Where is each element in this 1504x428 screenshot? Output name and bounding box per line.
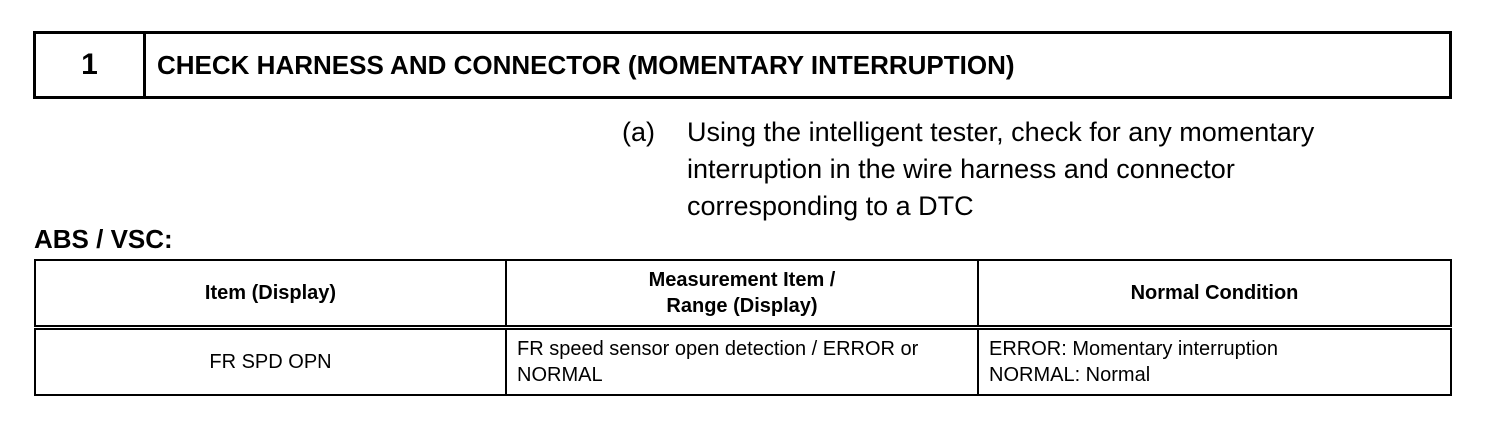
cell-normal: ERROR: Momentary interruption NORMAL: No… — [977, 326, 1452, 396]
header-measurement-line: Range (Display) — [666, 295, 818, 317]
instruction-text: Using the intelligent tester, check for … — [687, 114, 1407, 225]
table-row: FR SPD OPN FR speed sensor open detectio… — [34, 326, 1452, 396]
cell-normal-line: NORMAL: Normal — [989, 364, 1151, 386]
header-item: Item (Display) — [34, 259, 507, 330]
table-header-row: Item (Display) Measurement Item / Range … — [34, 259, 1452, 330]
instruction-marker: (a) — [622, 117, 655, 147]
step-header: 1 CHECK HARNESS AND CONNECTOR (MOMENTARY… — [33, 31, 1452, 99]
header-normal: Normal Condition — [977, 259, 1452, 330]
instruction-line: interruption in the wire harness and con… — [687, 154, 1235, 184]
step-title: CHECK HARNESS AND CONNECTOR (MOMENTARY I… — [157, 49, 1015, 80]
header-measurement-line: Measurement Item / — [648, 269, 836, 291]
cell-normal-line: ERROR: Momentary interruption — [989, 338, 1278, 360]
section-label: ABS / VSC: — [34, 224, 173, 254]
cell-measurement: FR speed sensor open detection / ERROR o… — [505, 326, 979, 396]
cell-item: FR SPD OPN — [34, 326, 507, 396]
header-measurement: Measurement Item / Range (Display) — [505, 259, 979, 330]
data-table: Item (Display) Measurement Item / Range … — [34, 259, 1452, 396]
cell-measurement-line: NORMAL — [517, 364, 603, 386]
instruction: (a) Using the intelligent tester, check … — [622, 114, 1462, 225]
cell-measurement-line: FR speed sensor open detection / ERROR o… — [517, 338, 919, 360]
step-number: 1 — [36, 34, 146, 96]
instruction-line: corresponding to a DTC — [687, 191, 974, 221]
instruction-line: Using the intelligent tester, check for … — [687, 117, 1315, 147]
